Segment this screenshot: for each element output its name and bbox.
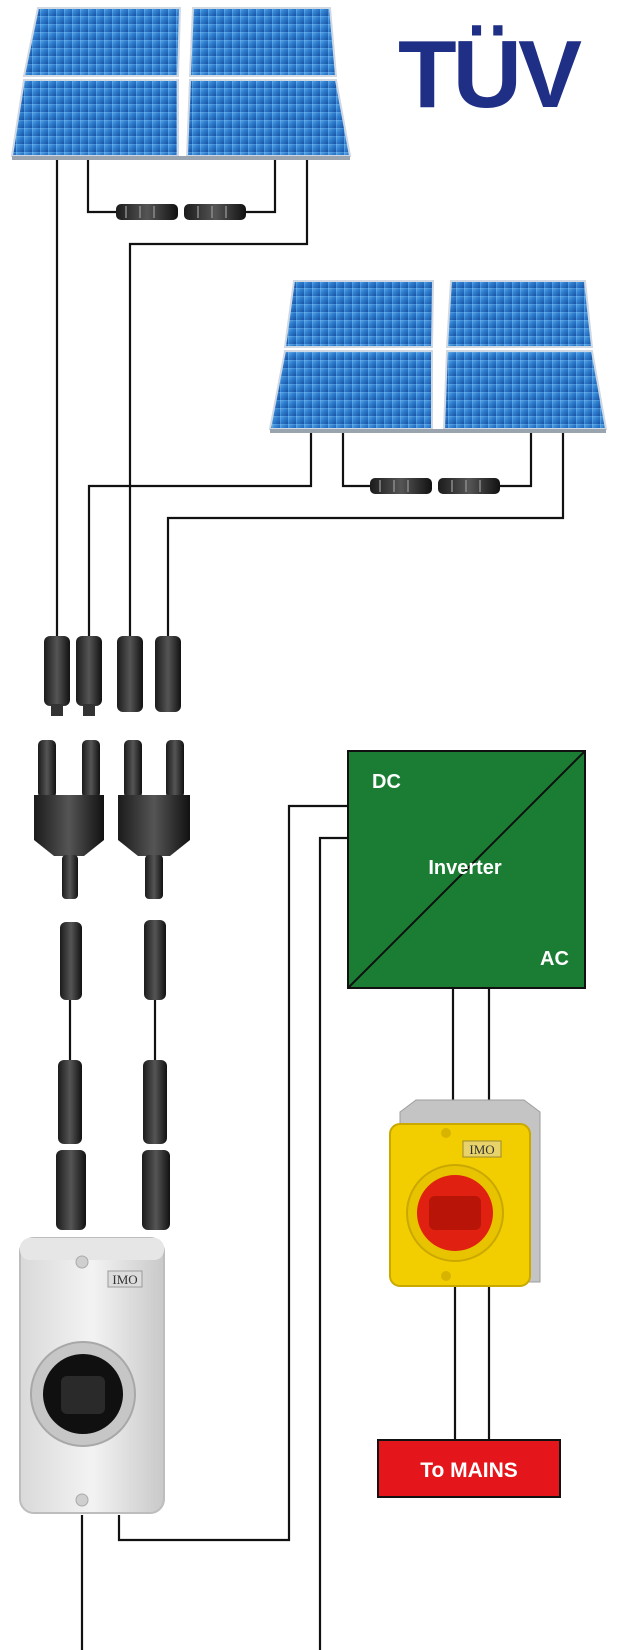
wire-panel2-left: [87, 433, 313, 640]
string-connector-1: [44, 636, 70, 716]
string-connector-3: [117, 636, 143, 712]
cable-gland-2: [142, 1150, 170, 1230]
inverter-dc-label: DC: [372, 771, 401, 793]
inverter: DC Inverter AC: [347, 750, 586, 989]
cable-gland-1: [56, 1150, 86, 1230]
wiring: [55, 160, 565, 1650]
inverter-title: Inverter: [428, 857, 502, 879]
inline-fuse-connector-1: [60, 922, 82, 1000]
wire-panel2-loop: [341, 433, 533, 488]
ac-isolator: IMO: [389, 1099, 541, 1287]
string-connector-2: [76, 636, 102, 716]
solar-panel-1: [10, 7, 352, 160]
ac-isolator-maker: IMO: [469, 1142, 494, 1157]
inline-fuse-connector-3: [58, 1060, 82, 1144]
tuv-logo-text: TÜV: [398, 21, 582, 128]
dc-isolator: IMO: [19, 1237, 165, 1514]
inline-connector-pair-1: [116, 204, 246, 220]
inverter-ac-label: AC: [540, 948, 569, 970]
wire-panel2-right: [166, 433, 565, 640]
wire-inverter-dc-2: [318, 836, 348, 1650]
branch-connector-1: [34, 740, 104, 899]
mains-label: To MAINS: [420, 1459, 518, 1482]
wire-isolator-out-1: [117, 804, 348, 1542]
branch-connector-2: [118, 740, 190, 899]
solar-panel-2: [268, 280, 608, 433]
string-connector-4: [155, 636, 181, 712]
wire-panel1-loop: [86, 160, 277, 214]
inline-fuse-connector-4: [143, 1060, 167, 1144]
inline-fuse-connector-2: [144, 920, 166, 1000]
tuv-logo: TÜV: [398, 21, 586, 128]
mains-box: To MAINS: [377, 1439, 561, 1498]
wire-panel1-right: [128, 160, 309, 640]
inline-connector-pair-2: [370, 478, 500, 494]
string-connectors: [44, 636, 181, 716]
dc-isolator-maker: IMO: [112, 1272, 137, 1287]
